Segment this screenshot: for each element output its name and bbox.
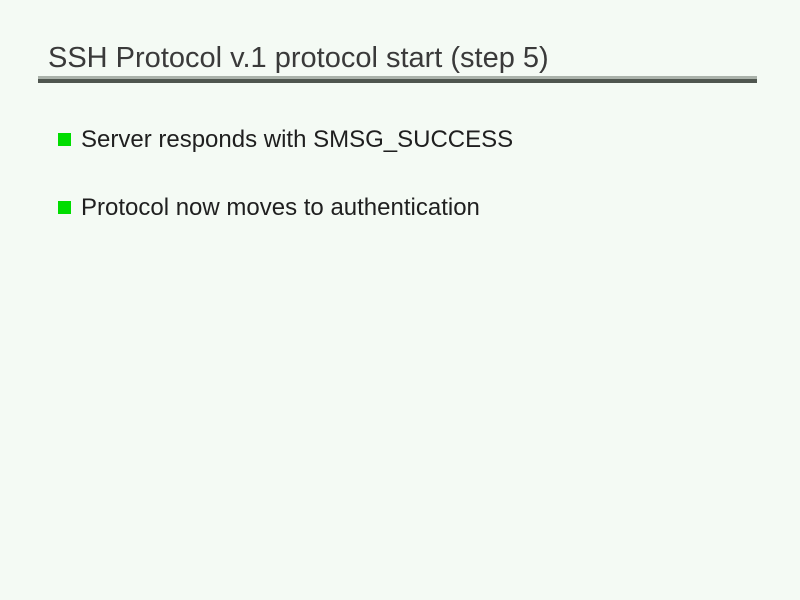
bullet-item: Protocol now moves to authentication (58, 194, 513, 221)
bullet-list: Server responds with SMSG_SUCCESS Protoc… (58, 126, 513, 221)
bullet-text: Server responds with SMSG_SUCCESS (81, 125, 514, 153)
bullet-item: Server responds with SMSG_SUCCESS (58, 126, 513, 153)
bullet-text: Protocol now moves to authentication (81, 193, 480, 221)
page-title: SSH Protocol v.1 protocol start (step 5) (48, 42, 549, 74)
green-square-bullet-icon (58, 133, 71, 146)
green-square-bullet-icon (58, 201, 71, 214)
title-underline (38, 76, 757, 83)
